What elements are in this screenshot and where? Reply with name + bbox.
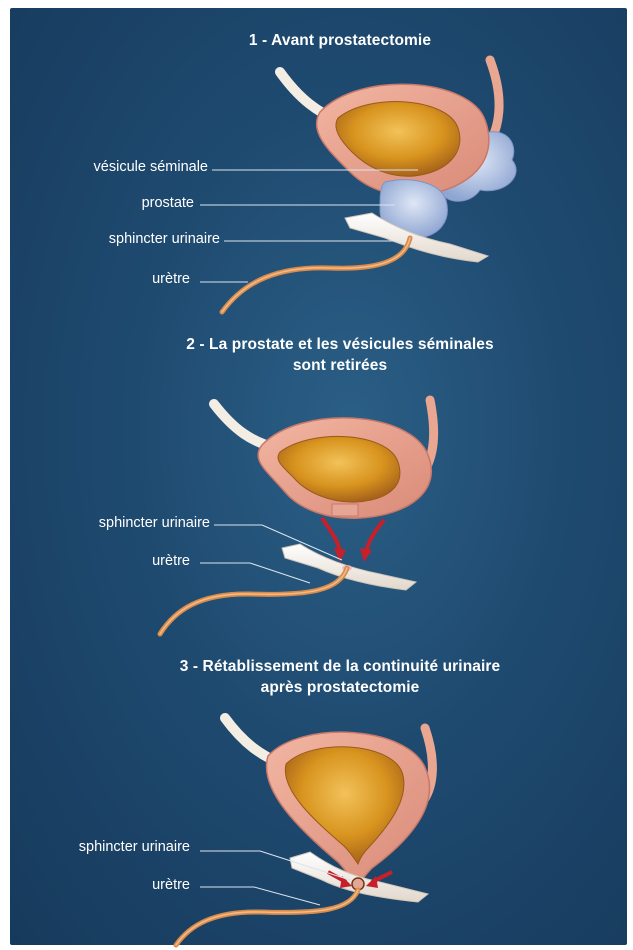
section1-title: 1 - Avant prostatectomie bbox=[60, 30, 620, 51]
label-vesicule-seminale: vésicule séminale bbox=[14, 158, 208, 176]
label-sphincter-urinaire: sphincter urinaire bbox=[14, 230, 220, 248]
urethra-tube bbox=[222, 238, 410, 312]
section3-drawing bbox=[176, 718, 432, 945]
section2-title-line2: sont retirées bbox=[60, 355, 620, 376]
label-uretre: urètre bbox=[14, 876, 190, 894]
bladder-neck bbox=[332, 504, 358, 516]
section3-title-line1: 3 - Rétablissement de la continuité urin… bbox=[60, 656, 620, 677]
section3-title: 3 - Rétablissement de la continuité urin… bbox=[60, 656, 620, 698]
leader-line bbox=[254, 887, 320, 905]
label-sphincter-urinaire: sphincter urinaire bbox=[14, 838, 190, 856]
section2-title: 2 - La prostate et les vésicules séminal… bbox=[60, 334, 620, 376]
arrowhead-right bbox=[360, 548, 372, 562]
arrow-left bbox=[322, 518, 340, 552]
urethra-tube bbox=[176, 890, 358, 945]
urethra-tube bbox=[160, 568, 347, 634]
leader-line bbox=[250, 563, 310, 583]
arrow-right bbox=[366, 520, 384, 552]
label-uretre: urètre bbox=[14, 270, 190, 288]
label-prostate: prostate bbox=[14, 194, 194, 212]
arrowhead-left bbox=[334, 548, 346, 562]
label-sphincter-urinaire: sphincter urinaire bbox=[14, 514, 210, 532]
label-uretre: urètre bbox=[14, 552, 190, 570]
section2-title-line1: 2 - La prostate et les vésicules séminal… bbox=[60, 334, 620, 355]
section1-drawing bbox=[200, 60, 516, 312]
section3-title-line2: après prostatectomie bbox=[60, 677, 620, 698]
